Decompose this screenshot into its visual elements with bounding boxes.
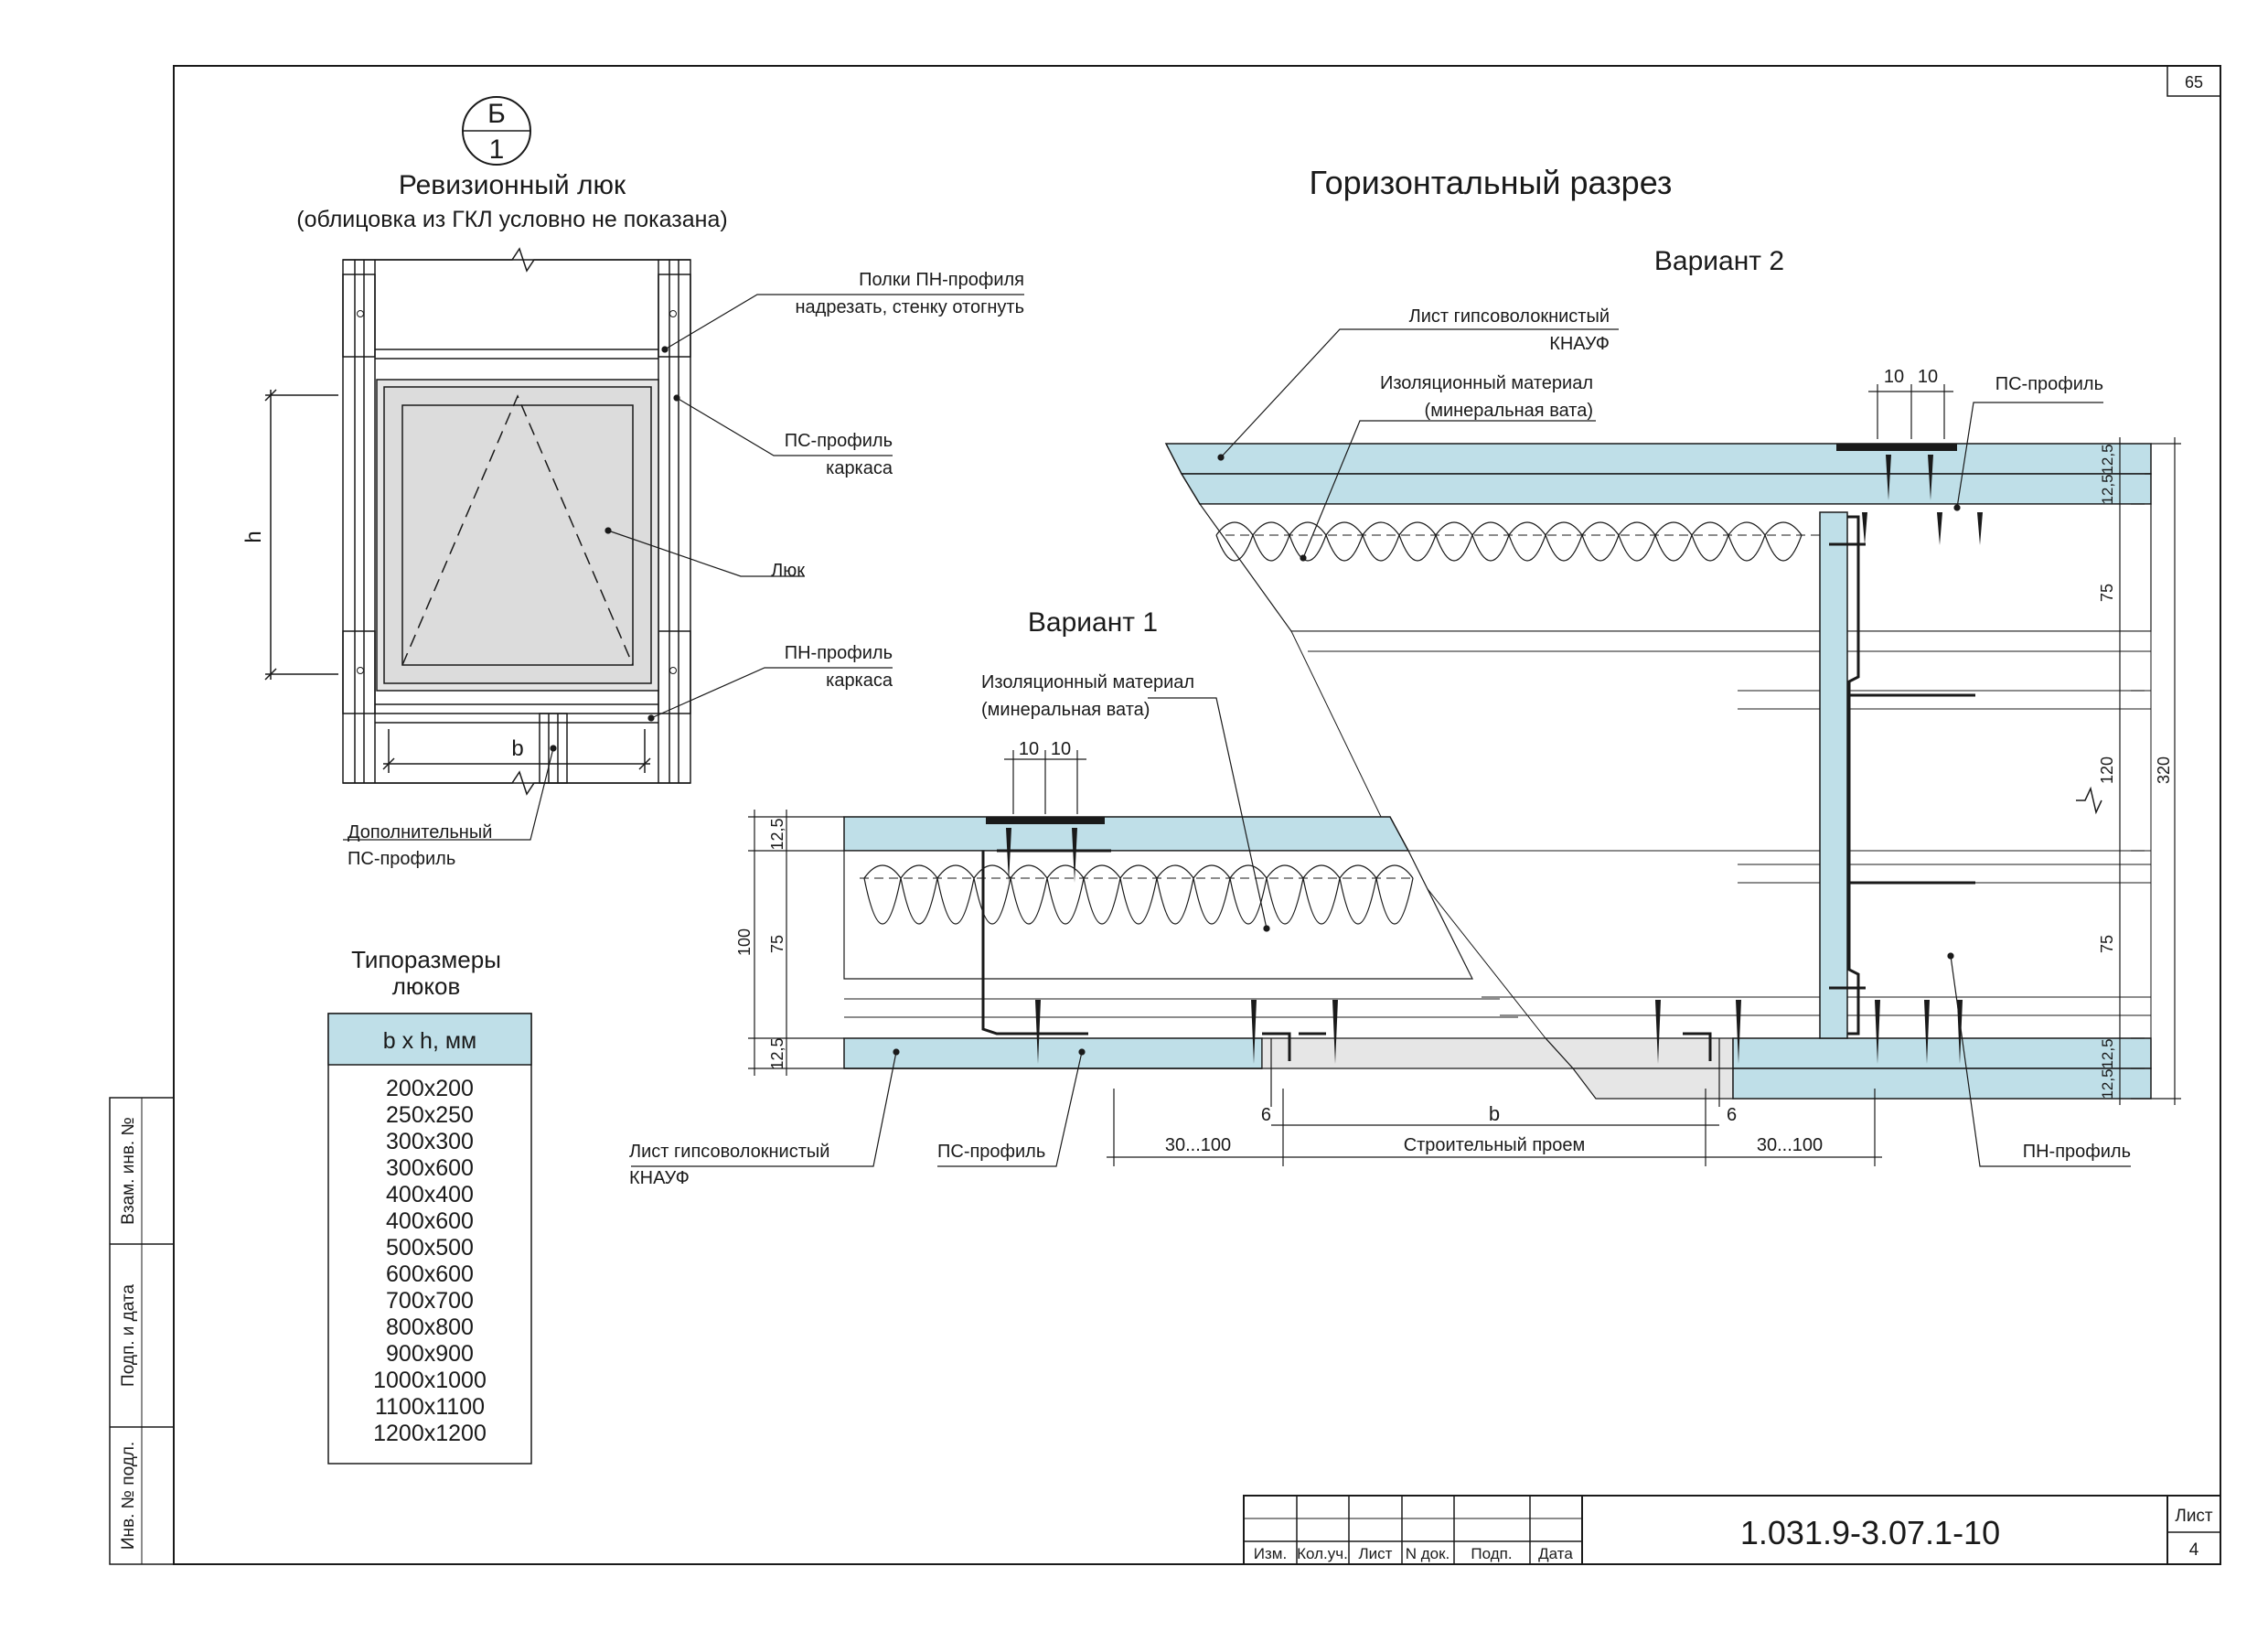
v1-dim-10-a: 10 [1019,739,1039,759]
callout-pn-frame-2: каркаса [826,671,893,691]
section-mark [462,96,531,166]
v2-dim-10-a: 10 [1884,367,1904,387]
size-item: 500x500 [386,1235,474,1261]
title-col-kol: Кол.уч. [1297,1545,1348,1562]
v2-dimensions [1868,384,2181,1105]
v1-dimensions [748,750,1086,1076]
size-item: 1200x1200 [373,1421,487,1446]
bottom-dimensions [1107,1089,1882,1166]
hatch-dimensions [264,389,651,773]
callout-gvl-bottom-2: КНАУФ [629,1168,690,1188]
section-mark-sheet: 1 [489,134,505,165]
title-col-podp: Подп. [1471,1545,1512,1562]
variant-1-label: Вариант 1 [1028,607,1158,638]
section-mark-letter: Б [487,99,506,129]
size-item: 700x700 [386,1288,474,1314]
title-col-data: Дата [1538,1545,1573,1562]
dim-b: b [1489,1102,1500,1125]
hatch-leaders [343,294,1024,841]
sizes-list: 200x200 250x250 300x300 300x600 400x400 … [373,1076,487,1446]
variant-2-wall [1164,443,2152,1100]
v2-dim-12-5-a: 12,5 [2099,444,2116,474]
sizes-table [327,1013,532,1465]
size-item: 250x250 [386,1102,474,1128]
size-item: 1100x1100 [375,1394,485,1420]
variant-1-wall [843,816,1741,1107]
dim-left-gap: 30...100 [1165,1135,1231,1155]
dim-6-left: 6 [1261,1105,1271,1125]
callout-hatch: Люк [771,561,805,581]
callout-pn-bottom: ПН-профиль [2023,1142,2131,1162]
hatch-view-subtitle: (облицовка из ГКЛ условно не показана) [296,207,727,232]
v2-dim-12-5-c: 12,5 [2099,1038,2116,1068]
size-item: 300x600 [386,1155,474,1181]
page-number: 65 [2185,73,2203,91]
hatch-dim-b: b [511,736,523,761]
size-item: 300x300 [386,1129,474,1154]
callout-extra-ps-1: Дополнительный [348,822,492,842]
callout-ps-top: ПС-профиль [1995,374,2103,394]
v2-dim-320: 320 [2155,756,2173,784]
callout-insul-top-2: (минеральная вата) [1425,401,1593,421]
hatch-view-title: Ревизионный люк [399,170,626,200]
break-mark [2076,786,2102,815]
callout-gvl-bottom-1: Лист гипсоволокнистый [629,1142,829,1162]
callout-ps-frame-1: ПС-профиль [785,431,893,451]
sheet-label: Лист [2175,1507,2213,1526]
v2-dim-10-b: 10 [1918,367,1938,387]
break-lines [343,247,690,796]
size-item: 200x200 [386,1076,474,1101]
size-item: 800x800 [386,1314,474,1340]
dim-opening: Строительный проем [1404,1135,1586,1155]
variant-2-label: Вариант 2 [1654,246,1784,276]
hatch-dim-h: h [241,531,266,542]
callout-pn-flanges-2: надрезать, стенку отогнуть [796,297,1025,317]
doc-code: 1.031.9-3.07.1-10 [1740,1514,2000,1551]
callout-ps-frame-2: каркаса [826,458,893,478]
section-title: Горизонтальный разрез [1310,164,1673,201]
v2-dim-120: 120 [2098,756,2116,784]
dim-6-right: 6 [1727,1105,1737,1125]
sizes-title-1: Типоразмеры [351,946,501,973]
sheet-number: 4 [2189,1540,2199,1560]
size-item: 400x400 [386,1182,474,1207]
side-label-inventory: Инв. № подл. [119,1442,138,1550]
title-col-list: Лист [1359,1545,1393,1562]
v2-dim-75-b: 75 [2098,935,2116,953]
v1-dim-12-5-bottom: 12,5 [768,1037,786,1069]
sizes-title-2: люков [392,972,461,1000]
dim-right-gap: 30...100 [1757,1135,1823,1155]
callout-extra-ps-2: ПС-профиль [348,849,455,869]
callout-gvl-top-1: Лист гипсоволокнистый [1409,306,1610,327]
title-col-ndok: N док. [1406,1545,1450,1562]
sizes-table-header: b x h, мм [383,1028,476,1054]
sheet-frame [109,65,2221,1565]
title-block [1243,1495,2221,1565]
title-col-izm: Изм. [1254,1545,1287,1562]
v2-dim-12-5-b: 12,5 [2099,474,2116,504]
side-label-replaced: Взам. инв. № [119,1117,138,1225]
hatch-elevation [342,259,691,784]
v2-dim-12-5-d: 12,5 [2099,1068,2116,1099]
callout-insul-top-1: Изоляционный материал [1380,373,1593,393]
hatch-panel [357,310,677,692]
callout-insul-v1-1: Изоляционный материал [981,672,1194,692]
callout-insul-v1-2: (минеральная вата) [981,700,1150,720]
v1-dim-75: 75 [768,935,786,953]
callout-pn-frame-1: ПН-профиль [785,643,893,663]
callout-pn-flanges-1: Полки ПН-профиля [859,270,1024,290]
v1-dim-12-5-top: 12,5 [768,818,786,850]
v1-dim-100: 100 [735,928,754,956]
size-item: 600x600 [386,1261,474,1287]
size-item: 400x600 [386,1208,474,1234]
section-leaders [631,328,2131,1167]
size-item: 1000x1000 [373,1368,487,1393]
v2-dim-75-a: 75 [2098,584,2116,602]
v1-dim-10-b: 10 [1051,739,1071,759]
callout-gvl-top-2: КНАУФ [1549,334,1610,354]
callout-ps-bottom: ПС-профиль [937,1142,1045,1162]
size-item: 900x900 [386,1341,474,1367]
side-label-signature: Подп. и дата [119,1284,138,1387]
